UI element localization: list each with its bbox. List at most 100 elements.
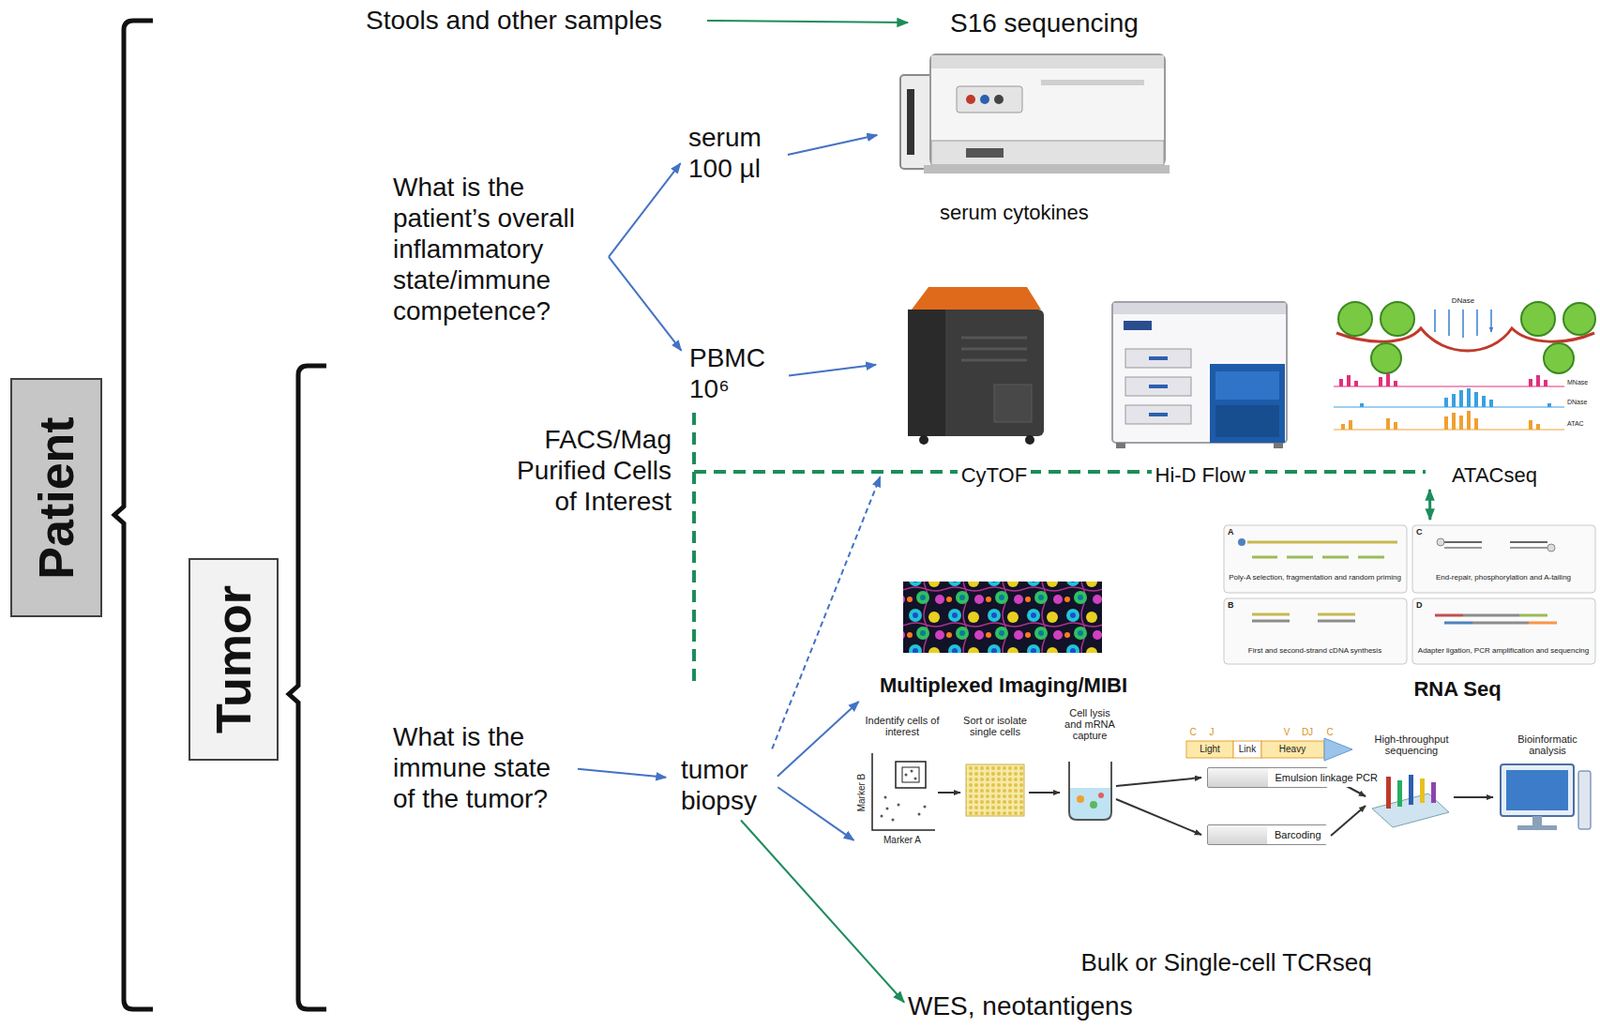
cytof-instrument — [911, 286, 1042, 310]
tcr-seq-workflow — [966, 764, 1025, 816]
atac-schematic — [1338, 301, 1373, 336]
atac-schematic — [1528, 420, 1533, 430]
atac-schematic — [1371, 343, 1402, 374]
rna-seq-panels — [1444, 546, 1548, 549]
rna-seq-panels — [1463, 614, 1520, 618]
multiplexed-image — [903, 581, 1102, 653]
atac-schematic — [1543, 343, 1574, 374]
atac-schematic — [1536, 423, 1540, 430]
rna-seq-panels — [1223, 525, 1596, 665]
tcr-seq-workflow — [886, 807, 890, 811]
panel-letter: C — [1416, 527, 1430, 538]
luminex-instrument — [923, 165, 1170, 174]
luminex-instrument — [900, 54, 1170, 174]
atac-schematic — [1333, 407, 1565, 408]
connector-arrow — [777, 786, 854, 841]
atac-schematic — [1444, 397, 1449, 408]
cytof-instrument — [907, 309, 1044, 437]
tcr-seq-workflow — [914, 777, 918, 781]
process-box: Emulsion linkage PCR — [1207, 767, 1329, 788]
atac-schematic — [1359, 388, 1552, 408]
track-label: MNase — [1567, 377, 1599, 387]
rna-seq-panels — [1436, 538, 1445, 546]
atac-schematic — [1474, 392, 1479, 408]
atac-schematic — [1339, 378, 1344, 387]
atac-schematic — [1547, 403, 1552, 408]
multiplexed-image — [903, 581, 1102, 653]
tcr-seq-workflow — [1116, 777, 1202, 786]
figure-caption: serum cytokines — [935, 200, 1093, 226]
patient-box: Patient — [10, 377, 103, 618]
method-figure: ATACseq — [1327, 292, 1598, 488]
flow-cytometer — [1148, 356, 1168, 361]
step-label: High-throughput sequencing — [1359, 733, 1464, 756]
atac-schematic — [1528, 378, 1533, 387]
purification-dashed-line — [694, 412, 1426, 684]
cytof-instrument — [1025, 435, 1035, 445]
step-label: FACS/Mag Purified Cells of Interest — [498, 423, 672, 517]
tcr-seq-workflow — [1500, 764, 1574, 816]
flow-cytometer — [1215, 405, 1280, 438]
step-label: Sort or isolate single cells — [952, 714, 1038, 738]
atac-schematic — [1380, 301, 1415, 336]
tcr-seq-workflow — [1324, 738, 1353, 761]
method-text: WES, neotantigens — [907, 992, 1133, 1021]
bracket — [114, 20, 153, 1010]
atac-schematic — [1543, 379, 1548, 387]
tcr-seq-workflow — [1578, 770, 1591, 830]
figure-caption: Bulk or Single-cell TCRseq — [1077, 948, 1376, 978]
sample-text: serum 100 µl — [688, 121, 783, 184]
group-title: Patient — [28, 416, 85, 579]
tcr-seq-workflow — [872, 754, 934, 831]
track-label: DNase — [1444, 296, 1482, 306]
bracket — [114, 20, 327, 1010]
sample-text: Stools and other samples — [365, 4, 663, 36]
cytof-instrument — [907, 286, 1044, 445]
rna-seq-panels — [1528, 621, 1557, 625]
axis-label: Marker A — [874, 834, 931, 846]
group-title: Tumor — [205, 585, 262, 734]
tcr-seq-workflow — [1028, 791, 1060, 794]
instrument-figure: serum cytokines — [886, 41, 1178, 226]
atac-schematic — [1459, 415, 1464, 430]
connector-arrow — [787, 135, 877, 155]
flow-cytometer — [1125, 405, 1192, 424]
tcr-seq-workflow — [1506, 769, 1569, 811]
tcr-seq-workflow — [902, 767, 920, 783]
step-label: Bioinformatic analysis — [1505, 733, 1590, 756]
process-box: Barcoding — [1207, 824, 1328, 846]
cytof-instrument — [907, 309, 946, 437]
rna-seq-panels — [1412, 598, 1596, 665]
atac-schematic — [1386, 373, 1390, 387]
question-text: What is the patient’s overall inflammato… — [392, 171, 609, 327]
cytof-instrument — [919, 435, 929, 445]
atac-schematic — [1348, 420, 1353, 430]
luminex-instrument — [980, 94, 990, 105]
tcr-seq-workflow — [923, 805, 927, 809]
cytof-instrument — [961, 337, 1027, 361]
segment-label: C — [1323, 726, 1337, 739]
connector-arrow — [608, 163, 681, 257]
rna-seq-panels — [1472, 621, 1529, 625]
track-label: ATAC — [1567, 419, 1599, 428]
connector-arrow — [788, 364, 876, 377]
segment-label: C — [1186, 726, 1200, 739]
tumor-box: Tumor — [188, 558, 279, 761]
segment-label: Link — [1233, 742, 1262, 756]
node-text: Stools and other samples — [365, 4, 663, 36]
rna-seq-panels — [1223, 598, 1407, 665]
rna-seq-panels — [1444, 621, 1473, 625]
atac-schematic — [1339, 373, 1548, 387]
tcr-seq-workflow — [918, 813, 921, 816]
connector-arrow — [740, 820, 905, 1003]
atac-schematic — [1536, 375, 1540, 387]
tcr-seq-workflow — [1116, 799, 1202, 835]
step-label: Cell lysis and mRNA capture — [1060, 707, 1119, 741]
atac-schematic — [1359, 403, 1364, 408]
tcr-seq-workflow — [1419, 778, 1425, 803]
atac-schematic — [1563, 302, 1596, 335]
connector-arrow — [608, 256, 681, 351]
figure-caption: RNA Seq — [1409, 677, 1505, 702]
tcr-seq-workflow — [937, 791, 961, 794]
